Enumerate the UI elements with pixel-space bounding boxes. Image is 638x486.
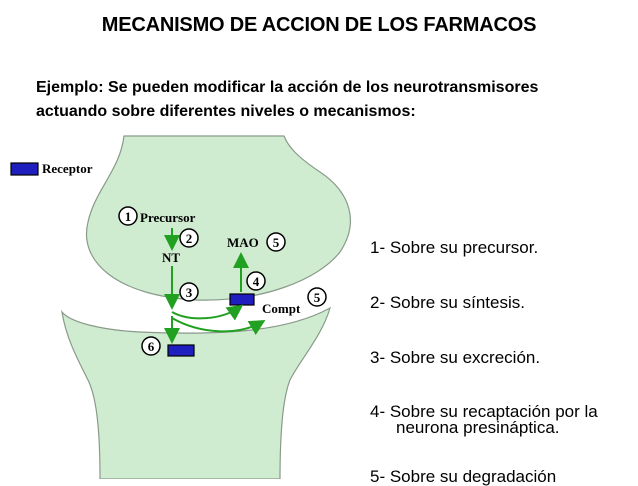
list-item-5: 5- Sobre su degradación [370, 467, 557, 486]
nt-label: NT [162, 250, 180, 265]
subtitle-line-2: actuando sobre diferentes niveles o meca… [36, 103, 416, 120]
marker-1: 1 [125, 209, 132, 224]
list-item-3: 3- Sobre su excreción. [370, 348, 541, 367]
legend-receptor-swatch [10, 162, 39, 176]
marker-5b-circle [307, 287, 327, 307]
marker-1-circle [118, 206, 138, 226]
presynaptic-neuron [86, 135, 351, 301]
compt-arrow [171, 317, 266, 335]
list-item-4-continuation: neurona presináptica. [396, 418, 560, 437]
marker-4-circle [246, 271, 266, 291]
marker-5a-circle [266, 232, 286, 252]
postsynaptic-receptor [167, 344, 195, 357]
marker-3: 3 [186, 285, 193, 300]
marker-3-circle [179, 282, 199, 302]
marker-4: 4 [253, 274, 260, 289]
marker-5b: 5 [314, 290, 321, 305]
subtitle-line-1: Ejemplo: Se pueden modificar la acción d… [36, 79, 539, 96]
slide-subtitle: Ejemplo: Se pueden modificar la acción d… [36, 76, 626, 124]
slide-title: MECANISMO DE ACCION DE LOS FARMACOS [101, 14, 537, 36]
compt-label: Compt [262, 301, 301, 316]
marker-6: 6 [148, 339, 155, 354]
list-item-1: 1- Sobre su precursor. [370, 238, 539, 257]
list-item-4: 4- Sobre su recaptación por la [370, 402, 598, 421]
mao-label: MAO [227, 235, 259, 250]
postsynaptic-neuron [61, 306, 331, 479]
precursor-label: Precursor [140, 210, 196, 225]
legend-receptor-label: Receptor [42, 161, 93, 176]
marker-6-circle [141, 336, 161, 356]
marker-2-circle [179, 228, 199, 248]
list-item-2: 2- Sobre su síntesis. [370, 293, 525, 312]
marker-2: 2 [186, 231, 193, 246]
reuptake-arrow [171, 304, 244, 321]
reuptake-receptor [229, 293, 255, 306]
marker-5a: 5 [273, 235, 280, 250]
